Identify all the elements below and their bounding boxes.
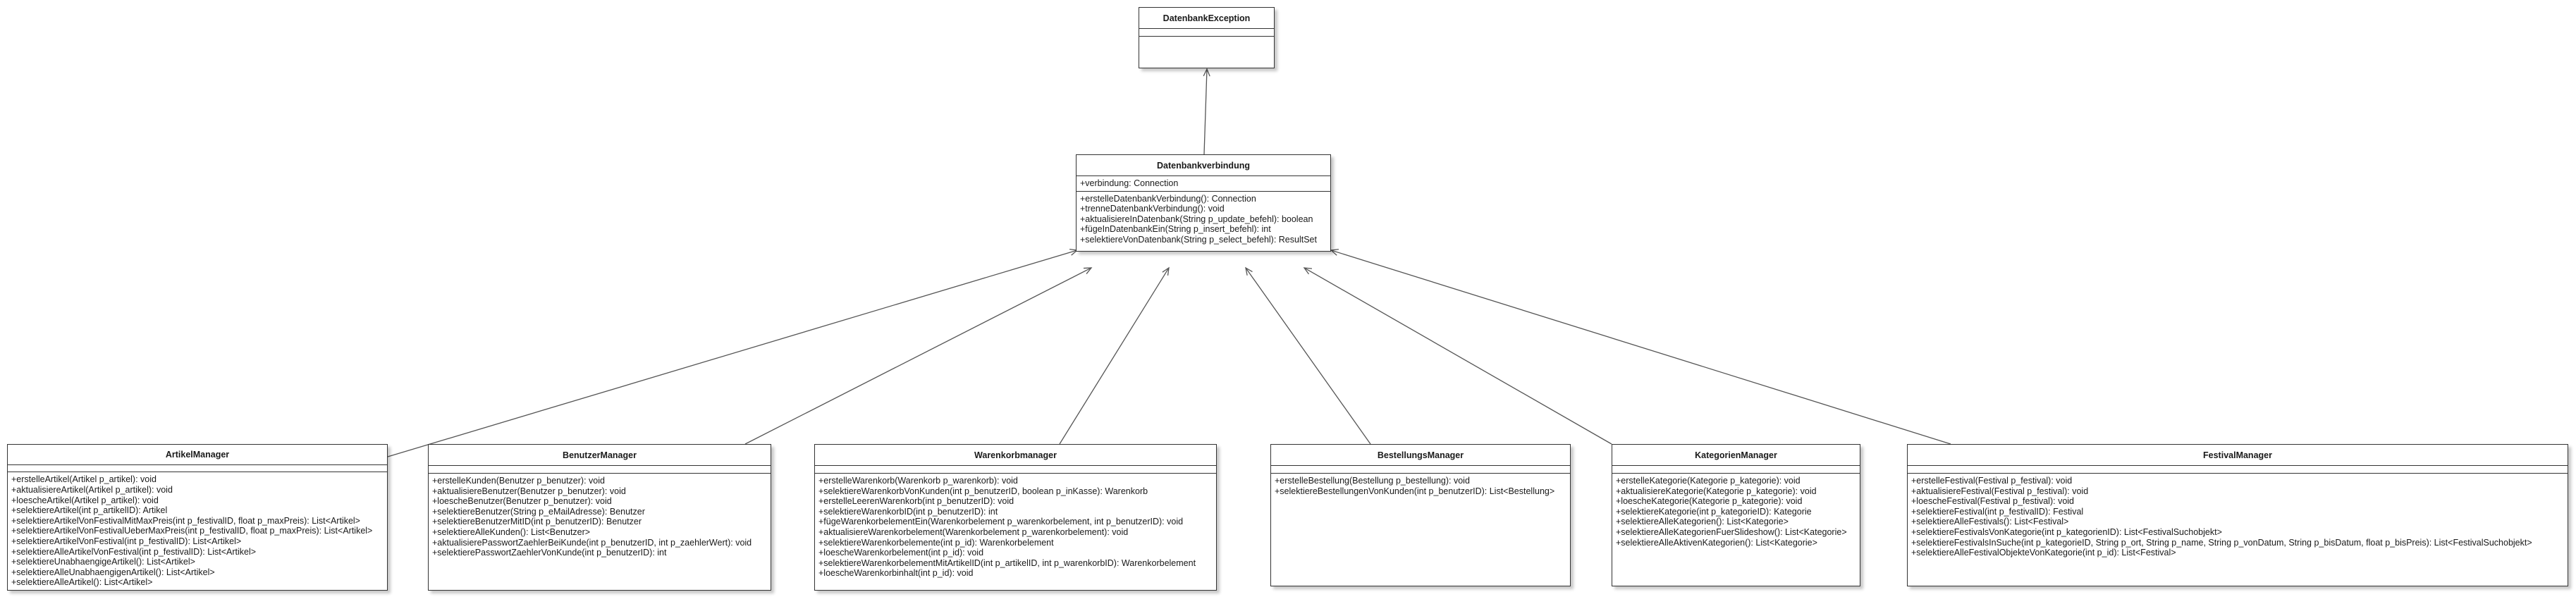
class-attributes [1908, 466, 2568, 474]
class-name: ArtikelManager [8, 445, 387, 465]
operation: +selektiereAlleUnabhaengigenArtikel(): L… [11, 567, 215, 577]
operation: +selektiereAlleKategorienFuerSlideshow()… [1616, 526, 1847, 537]
operation: +loescheArtikel(Artikel p_artikel): void [11, 495, 159, 505]
class-name: Datenbankverbindung [1077, 155, 1330, 176]
attribute: +verbindung: Connection [1080, 178, 1179, 188]
class-name: BestellungsManager [1271, 445, 1570, 466]
operation: +aktualisiereBenutzer(Benutzer p_benutze… [432, 486, 626, 496]
class-name: BenutzerManager [429, 445, 771, 466]
class-operations: +erstelleKategorie(Kategorie p_kategorie… [1612, 474, 1860, 586]
class-attributes [815, 466, 1216, 474]
class-attributes [429, 466, 771, 474]
operation: +selektiereAlleAktivenKategorien(): List… [1616, 537, 1817, 548]
edge-bestellung-to-verbindung [1245, 266, 1371, 445]
operation: +aktualisierePasswortZaehlerBeiKunde(int… [432, 537, 752, 548]
class-operations: +erstelleBestellung(Bestellung p_bestell… [1271, 474, 1570, 586]
open-arrowhead-icon [1162, 266, 1170, 276]
edge-kategorien-to-verbindung [1303, 267, 1612, 445]
operation: +loescheBenutzer(Benutzer p_benutzer): v… [432, 496, 612, 507]
operation: +selektiereFestivalsInSuche(int p_katego… [1911, 537, 2532, 548]
operation: +trenneDatenbankVerbindung(): void [1080, 204, 1225, 214]
operation: +selektiereWarenkorbelemente(int p_id): … [818, 537, 1054, 548]
operation: +selektiereKategorie(int p_kategorieID):… [1616, 506, 1812, 517]
class-attributes [1271, 466, 1570, 474]
operation: +selektiereFestival(int p_festivalID): F… [1911, 506, 2084, 517]
operation: +selektiereBenutzerMitID(int p_benutzerI… [432, 517, 642, 527]
operation: +selektiereArtikel(int p_artikelID): Art… [11, 505, 168, 516]
operation: +selektiereFestivalsVonKategorie(int p_k… [1911, 526, 2222, 537]
class-attributes: +verbindung: Connection [1077, 176, 1330, 192]
class-name: FestivalManager [1908, 445, 2568, 466]
class-name: DatenbankException [1139, 8, 1274, 29]
operation: +loescheFestival(Festival p_festival): v… [1911, 496, 2074, 507]
open-arrowhead-icon [1083, 267, 1093, 274]
open-arrowhead-icon [1303, 267, 1313, 275]
operation: +selektiereArtikelVonFestivalMitMaxPreis… [11, 515, 360, 526]
class-operations: +erstelleWarenkorb(Warenkorb p_warenkorb… [815, 474, 1216, 590]
operation: +erstelleKunden(Benutzer p_benutzer): vo… [432, 476, 605, 486]
class-attributes [1612, 466, 1860, 474]
edge-benutzer-to-verbindung [744, 267, 1093, 445]
open-arrowhead-icon [1330, 249, 1339, 256]
operation: +aktualisiereWarenkorbelement(Warenkorbe… [818, 526, 1129, 537]
operation: +selektiereAlleArtikelVonFestival(int p_… [11, 546, 257, 557]
operation: +loescheWarenkorbinhalt(int p_id): void [818, 568, 974, 579]
operation: +selektiereArtikelVonFestivalUeberMaxPre… [11, 526, 373, 536]
operation: +erstelleBestellung(Bestellung p_bestell… [1275, 476, 1470, 486]
class-benutzer-manager[interactable]: BenutzerManager +erstelleKunden(Benutzer… [428, 444, 771, 591]
operation: +selektiereAlleFestivals(): List<Festiva… [1911, 517, 2069, 527]
class-operations: +erstelleArtikel(Artikel p_artikel): voi… [8, 472, 387, 590]
operation: +aktualisiereArtikel(Artikel p_artikel):… [11, 485, 173, 495]
operation: +selektiereBenutzer(String p_eMailAdress… [432, 506, 645, 517]
operation: +erstelleDatenbankVerbindung(): Connecti… [1080, 193, 1256, 204]
class-operations: +erstelleFestival(Festival p_festival): … [1908, 474, 2568, 586]
edge-artikel-to-verbindung [387, 248, 1079, 457]
class-name: KategorienManager [1612, 445, 1860, 466]
open-arrowhead-icon [1245, 266, 1253, 276]
operation: +erstelleArtikel(Artikel p_artikel): voi… [11, 474, 157, 485]
class-datenbankverbindung[interactable]: Datenbankverbindung +verbindung: Connect… [1076, 154, 1331, 252]
class-datenbank-exception[interactable]: DatenbankException [1139, 7, 1275, 68]
class-operations: +erstelleDatenbankVerbindung(): Connecti… [1077, 192, 1330, 252]
open-arrowhead-icon [1203, 68, 1210, 77]
operation: +erstelleWarenkorb(Warenkorb p_warenkorb… [818, 476, 1018, 486]
operation: +selektiereBestellungenVonKunden(int p_b… [1275, 486, 1555, 496]
operation: +selektiereWarenkorbelementMitArtikelID(… [818, 558, 1196, 568]
operation: +selektiereVonDatenbank(String p_select_… [1080, 234, 1317, 245]
operation: +selektierePasswortZaehlerVonKunde(int p… [432, 548, 667, 558]
class-operations [1139, 37, 1274, 68]
operation: +selektiereAlleKategorien(): List<Katego… [1616, 517, 1789, 527]
operation: +aktualisiereFestival(Festival p_festiva… [1911, 486, 2089, 496]
edge-festival-to-verbindung [1330, 249, 1951, 445]
class-warenkorb-manager[interactable]: Warenkorbmanager +erstelleWarenkorb(Ware… [814, 444, 1217, 591]
class-operations: +erstelleKunden(Benutzer p_benutzer): vo… [429, 474, 771, 590]
class-artikel-manager[interactable]: ArtikelManager +erstelleArtikel(Artikel … [7, 444, 388, 591]
class-festival-manager[interactable]: FestivalManager +erstelleFestival(Festiv… [1907, 444, 2568, 586]
class-kategorien-manager[interactable]: KategorienManager +erstelleKategorie(Kat… [1612, 444, 1860, 586]
operation: +selektiereAlleFestivalObjekteVonKategor… [1911, 548, 2176, 558]
operation: +selektiereAlleKunden(): List<Benutzer> [432, 526, 591, 537]
operation: +fügeWarenkorbelementEin(Warenkorbelemen… [818, 517, 1184, 527]
class-attributes [8, 465, 387, 473]
operation: +fügeInDatenbankEin(String p_insert_befe… [1080, 224, 1271, 235]
operation: +selektiereAlleArtikel(): List<Artikel> [11, 577, 153, 588]
operation: +aktualisiereInDatenbank(String p_update… [1080, 214, 1313, 224]
class-name: Warenkorbmanager [815, 445, 1216, 466]
class-attributes [1139, 29, 1274, 37]
class-bestellungs-manager[interactable]: BestellungsManager +erstelleBestellung(B… [1270, 444, 1571, 586]
operation: +aktualisiereKategorie(Kategorie p_kateg… [1616, 486, 1817, 496]
operation: +selektiereUnabhaengigeArtikel(): List<A… [11, 557, 195, 567]
operation: +erstelleKategorie(Kategorie p_kategorie… [1616, 476, 1801, 486]
edge-verbindung-to-exception [1203, 68, 1210, 155]
operation: +selektiereArtikelVonFestival(int p_fest… [11, 536, 242, 547]
operation: +selektiereWarenkorbID(int p_benutzerID)… [818, 506, 998, 517]
operation: +loescheWarenkorbelement(int p_id): void [818, 548, 984, 558]
operation: +loescheKategorie(Kategorie p_kategorie)… [1616, 496, 1803, 507]
operation: +selektiereWarenkorbVonKunden(int p_benu… [818, 486, 1148, 496]
edge-warenkorb-to-verbindung [1059, 266, 1170, 445]
operation: +erstelleLeerenWarenkorb(int p_benutzerI… [818, 496, 1014, 507]
operation: +erstelleFestival(Festival p_festival): … [1911, 476, 2073, 486]
